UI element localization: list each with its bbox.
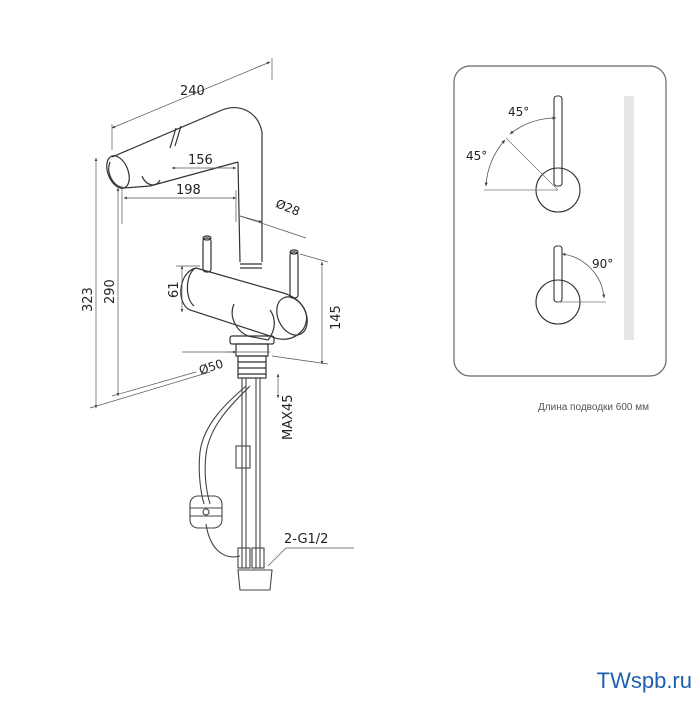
dim-spout-reach: 198 <box>176 183 201 198</box>
angle-top-label: 45° <box>508 105 529 119</box>
supply-hoses <box>189 378 273 591</box>
faucet-outline <box>106 107 308 379</box>
dim-lever-height: 61 <box>167 281 182 298</box>
dim-base-diameter: Ø50 <box>197 357 225 378</box>
dim-countertop-max: MAX45 <box>281 394 296 440</box>
dim-pipe-diameter: Ø28 <box>274 197 302 219</box>
brand-watermark[interactable]: TWspb.ru <box>596 668 692 693</box>
dim-height-total: 323 <box>81 287 96 312</box>
lever-rotation-panel: 45° 45° 90° <box>453 65 667 377</box>
dimension-lines <box>89 58 354 567</box>
dim-connection: 2-G1/2 <box>284 532 328 547</box>
dimension-labels: 240 156 198 Ø28 323 290 61 145 Ø50 MAX45… <box>81 84 344 547</box>
dim-body-height: 145 <box>329 305 344 330</box>
hose-length-caption: Длина подводки 600 мм <box>538 402 649 413</box>
angle-left-label: 45° <box>466 149 487 163</box>
dim-height-spout: 290 <box>103 279 118 304</box>
angle-right-label: 90° <box>592 257 613 271</box>
dim-spout-inner: 156 <box>188 153 213 168</box>
dim-width-total: 240 <box>180 84 205 99</box>
